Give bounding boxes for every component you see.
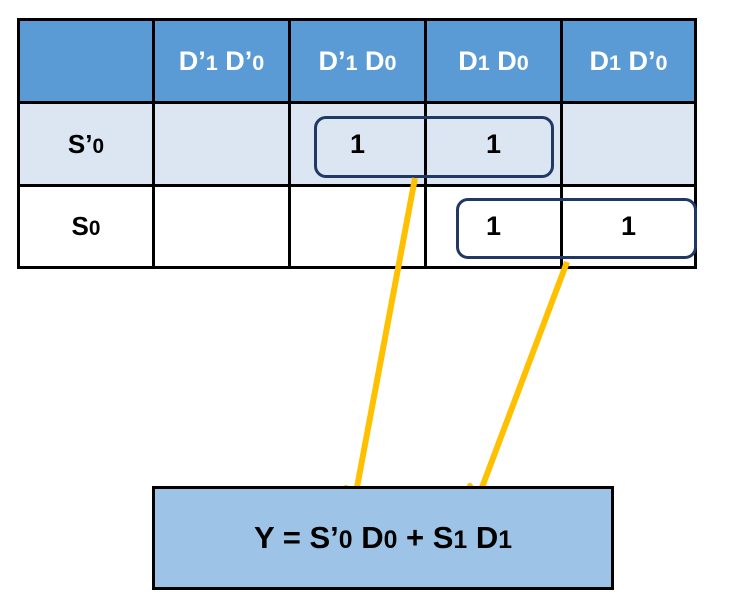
column-header-d1-d0n: D1 D’0	[560, 18, 697, 104]
cell	[560, 101, 697, 187]
result-expression-box: Y = S’0 D0 + S1 D1	[152, 486, 614, 590]
header-row: D’1 D’0 D’1 D0 D1 D0 D1 D’0	[17, 18, 697, 104]
row-label-s0: S0	[17, 184, 155, 269]
column-header-d1n-d0n: D’1 D’0	[152, 18, 291, 104]
corner-cell	[17, 18, 155, 104]
column-header-d1-d0: D1 D0	[424, 18, 563, 104]
cell	[288, 184, 427, 269]
result-expression: Y = S’0 D0 + S1 D1	[253, 520, 513, 555]
arrow-bottom-group-to-term2	[467, 260, 570, 512]
cell	[152, 184, 291, 269]
row-label-s0-prime: S’0	[17, 101, 155, 187]
cell	[152, 101, 291, 187]
group-box-top	[314, 116, 554, 178]
column-header-d1n-d0: D’1 D0	[288, 18, 427, 104]
group-box-bottom	[456, 198, 697, 259]
karnaugh-map: D’1 D’0 D’1 D0 D1 D0 D1 D’0 S’0 1 1 S0 1…	[17, 18, 697, 269]
